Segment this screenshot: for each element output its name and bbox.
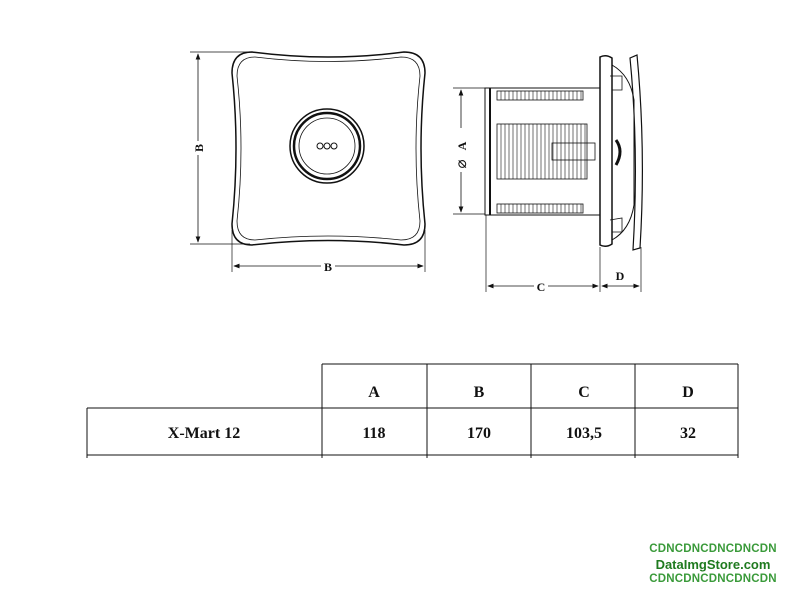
- dimensions-table: [86, 363, 739, 458]
- front-width-label: B: [324, 260, 332, 274]
- diameter-label: A: [455, 141, 469, 150]
- motor-shaft: [551, 142, 596, 161]
- front-view: [190, 51, 426, 272]
- value-d: 32: [680, 425, 696, 442]
- value-a: 118: [362, 425, 385, 442]
- center-button-ring: [289, 108, 365, 184]
- table-row: X-Mart 12 118 170 103,5 32: [168, 425, 696, 442]
- side-view: [453, 54, 643, 292]
- watermark-line-2: DataImgStore.com: [655, 557, 771, 572]
- value-b: 170: [467, 425, 491, 442]
- header-d: D: [682, 384, 694, 401]
- wall-flange: [599, 54, 613, 248]
- header-a: A: [368, 384, 380, 401]
- front-grille: [629, 54, 643, 251]
- value-c: 103,5: [566, 425, 602, 442]
- front-height-label: B: [192, 144, 206, 152]
- header-b: B: [474, 384, 485, 401]
- grille-depth-label: D: [616, 269, 625, 283]
- diameter-symbol: ⌀: [454, 159, 470, 168]
- watermark: CDNCDNCDNCDNCDN DataImgStore.com CDNCDNC…: [638, 542, 788, 587]
- front-panel-outline: [231, 51, 426, 246]
- watermark-line-1: CDNCDNCDNCDNCDN: [649, 543, 777, 555]
- watermark-line-3: CDNCDNCDNCDNCDN: [649, 573, 777, 585]
- button-dots-icon: [316, 142, 338, 150]
- duct-pipe: [484, 87, 601, 216]
- header-c: C: [578, 384, 590, 401]
- model-name: X-Mart 12: [168, 425, 240, 442]
- depth-label: C: [537, 280, 546, 294]
